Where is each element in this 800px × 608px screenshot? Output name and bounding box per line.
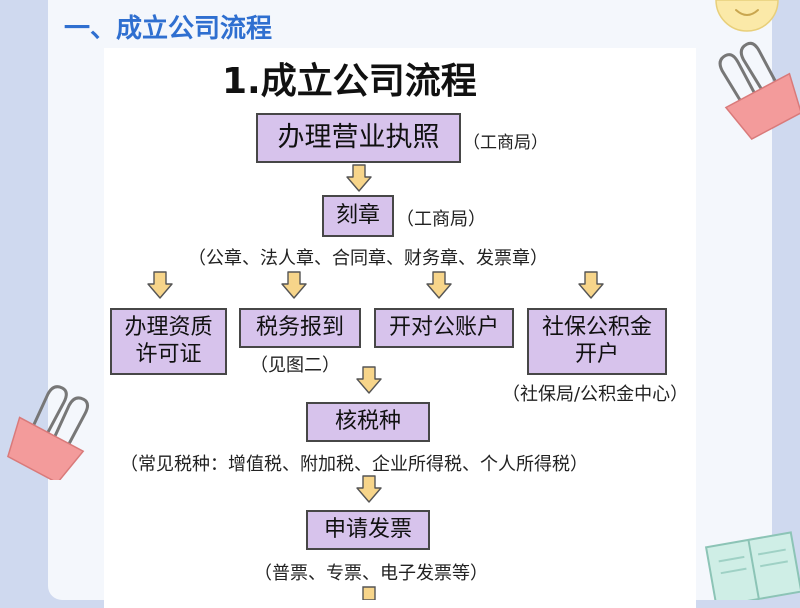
sun-sticker-icon [715,0,779,32]
step-tax-registration: 税务报到 [239,308,361,348]
step-social-security-note: （社保局/公积金中心） [502,384,689,405]
step-invoice: 申请发票 [306,510,430,550]
step-social-security: 社保公积金 开户 [527,308,667,375]
diagram-title: 1.成立公司流程 [222,61,477,102]
step-corporate-account-label: 开对公账户 [388,314,499,340]
arrow-down-icon [362,586,376,600]
arrow-down-icon [147,271,173,299]
step-social-security-label-line1: 社保公积金 [541,315,652,341]
step-tax-type-label: 核税种 [334,408,401,434]
section-title: 一、成立公司流程 [64,14,273,44]
step-tax-registration-label: 税务报到 [255,314,344,340]
arrow-down-icon [281,271,307,299]
step-seal: 刻章 [322,195,394,237]
step-invoice-note: （普票、专票、电子发票等） [254,563,488,584]
arrow-down-icon [356,366,382,394]
step-seal-sub-note: （公章、法人章、合同章、财务章、发票章） [188,248,548,269]
step-invoice-label: 申请发票 [323,516,412,542]
step-seal-note: （工商局） [396,209,486,230]
arrow-down-icon [578,271,604,299]
arrow-down-icon [356,475,382,503]
step-business-license: 办理营业执照 [256,113,461,163]
step-business-license-label: 办理营业执照 [277,121,440,153]
binder-clip-right-icon [718,41,800,140]
step-permit: 办理资质 许可证 [110,308,227,375]
arrow-down-icon [346,164,372,192]
step-tax-registration-note: （见图二） [250,355,340,376]
step-seal-label: 刻章 [335,202,380,228]
notebook-sticker-icon [704,531,800,600]
arrow-down-icon [426,271,452,299]
step-permit-label-line1: 办理资质 [124,315,213,341]
step-tax-type: 核税种 [306,402,430,442]
step-tax-type-note: （常见税种：增值税、附加税、企业所得税、个人所得税） [120,454,588,475]
step-corporate-account: 开对公账户 [374,308,514,348]
binder-clip-left-icon [7,385,89,480]
step-business-license-note: （工商局） [463,133,548,153]
step-social-security-label-line2: 开户 [574,341,619,367]
step-permit-label-line2: 许可证 [135,341,202,367]
